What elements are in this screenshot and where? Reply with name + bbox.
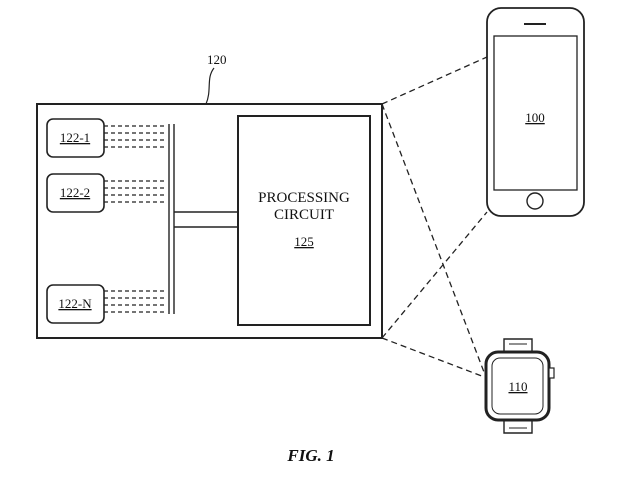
watch-band-top [503, 338, 533, 354]
watch-screen [491, 357, 544, 415]
sensor-box-122-1 [46, 118, 105, 158]
processing-circuit-title-line2: CIRCUIT [274, 207, 334, 223]
sensor-lines-122-1 [104, 125, 165, 148]
sensor-bus [168, 124, 175, 314]
phone-body [486, 7, 585, 217]
figure-caption: FIG. 1 [286, 446, 334, 465]
watch-case [484, 350, 551, 422]
sensor-122-n: 122-N [46, 284, 165, 324]
sensor-lines-122-n [104, 290, 165, 313]
phone-home-button [526, 192, 544, 210]
wireless-links [381, 56, 488, 381]
sensor-122-2: 122-2 [46, 173, 165, 213]
smartwatch-110: 110 [484, 338, 555, 434]
sensor-label-122-n: 122-N [58, 296, 92, 311]
bus-connector [174, 211, 238, 228]
sensor-122-1: 122-1 [46, 118, 165, 158]
phone-ref: 100 [525, 110, 545, 125]
phone-screen [493, 35, 578, 191]
processing-circuit-title-line1: PROCESSING [258, 190, 350, 206]
watch-crown [548, 367, 555, 379]
smartphone-100: 100 [486, 7, 585, 217]
sensor-box-122-2 [46, 173, 105, 213]
watch-ref: 110 [508, 379, 527, 394]
processing-circuit-box [237, 115, 371, 326]
sensor-device-box [36, 103, 383, 339]
watch-band-bottom [503, 418, 533, 434]
sensor-label-122-2: 122-2 [60, 185, 90, 200]
sensor-box-122-n [46, 284, 105, 324]
sensor-label-122-1: 122-1 [60, 130, 90, 145]
processing-circuit-ref: 125 [294, 234, 314, 249]
sensor-lines-122-2 [104, 180, 165, 203]
device-label-leader [205, 67, 215, 105]
device-label-120: 120 [207, 52, 227, 67]
